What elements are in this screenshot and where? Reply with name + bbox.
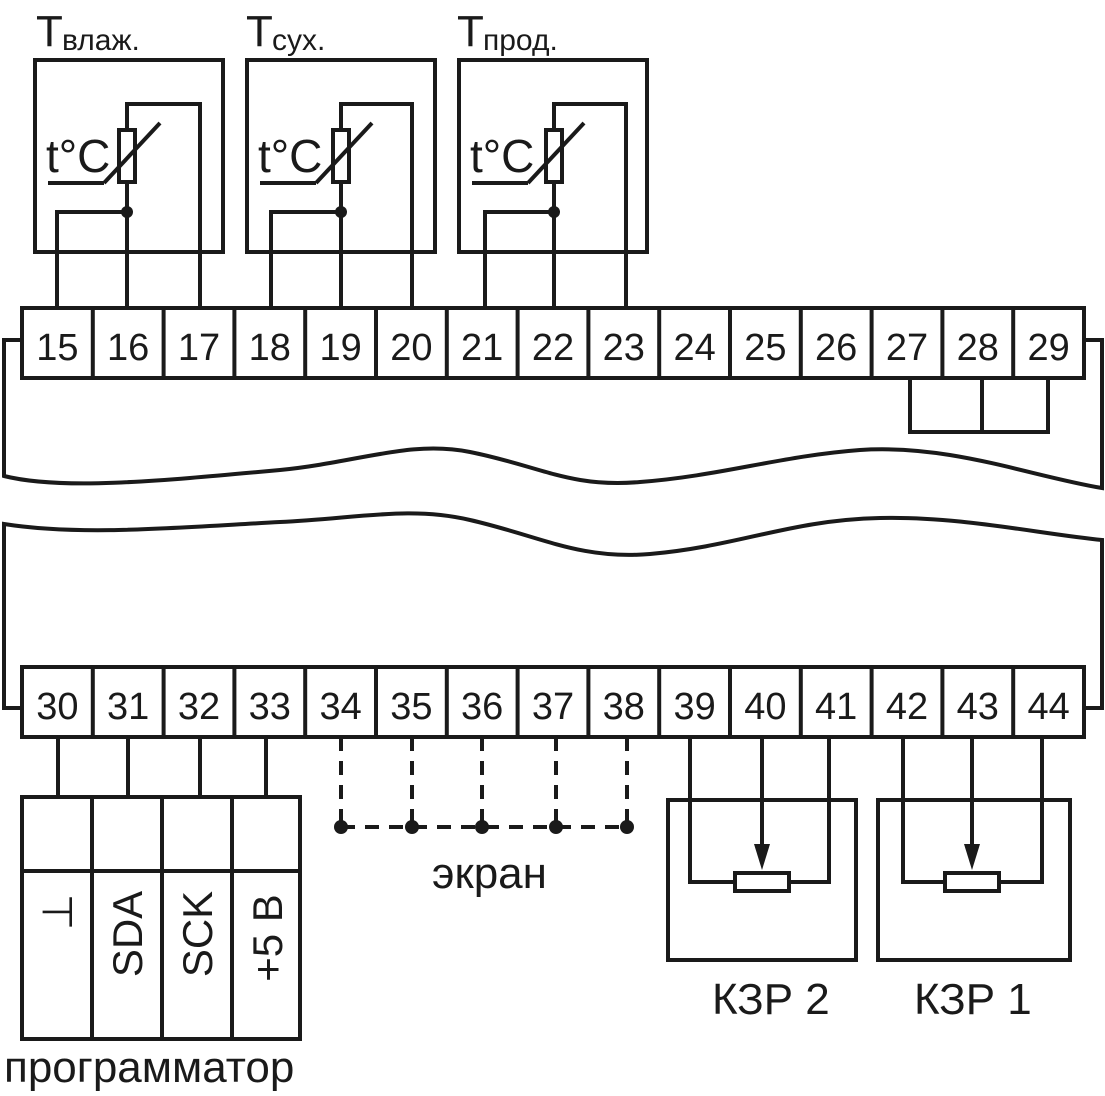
housing-outline [1, 338, 1104, 710]
terminal-26: 26 [815, 327, 857, 369]
terminal-37: 37 [532, 686, 574, 728]
programmer-label: программатор [4, 1043, 294, 1092]
terminal-42: 42 [886, 686, 928, 728]
terminal-34: 34 [319, 686, 361, 728]
terminal-32: 32 [178, 686, 220, 728]
sensor-dry-symbol: Т [246, 7, 273, 56]
terminal-17: 17 [178, 327, 220, 369]
shield-label: экран [432, 849, 547, 898]
terminal-16: 16 [107, 327, 149, 369]
terminal-21: 21 [461, 327, 503, 369]
terminal-22: 22 [532, 327, 574, 369]
terminal-19: 19 [319, 327, 361, 369]
potentiometer-icon [733, 871, 791, 893]
sensor-humid-unit: t°C [46, 130, 110, 182]
terminal-20: 20 [390, 327, 432, 369]
kzr1: КЗР 1 [876, 737, 1072, 1024]
arrow-down-icon [754, 844, 770, 870]
ground-pin-label: ⊥ [34, 894, 81, 931]
top-terminal-strip: 15 16 17 18 19 20 21 22 23 24 25 26 27 28 29 [20, 306, 1086, 434]
terminal-31: 31 [107, 686, 149, 728]
terminal-24: 24 [673, 327, 715, 369]
terminal-28: 28 [957, 327, 999, 369]
terminal-29: 29 [1027, 327, 1069, 369]
terminal-44: 44 [1027, 686, 1069, 728]
terminal-27: 27 [886, 327, 928, 369]
plus5v-pin-label: +5 В [244, 894, 291, 982]
arrow-down-icon [964, 844, 980, 870]
terminal-39: 39 [673, 686, 715, 728]
kzr2-label: КЗР 2 [712, 975, 830, 1024]
kzr1-label: КЗР 1 [914, 975, 1032, 1024]
terminal-15: 15 [36, 327, 78, 369]
terminal-41: 41 [815, 686, 857, 728]
terminal-40: 40 [744, 686, 786, 728]
programmer: ⊥ SDA SCK +5 В программатор [4, 737, 302, 1092]
sensor-dry-subscript: сух. [272, 24, 325, 57]
sensor-product-subscript: прод. [483, 24, 558, 57]
terminal-25: 25 [744, 327, 786, 369]
terminal-18: 18 [249, 327, 291, 369]
sensor-dry-unit: t°C [258, 130, 322, 182]
kzr2: КЗР 2 [666, 737, 858, 1024]
sensor-product: Т прод. t°C [457, 7, 649, 308]
sensor-humid-symbol: Т [36, 7, 63, 56]
potentiometer-icon [943, 871, 1001, 893]
terminal-30: 30 [36, 686, 78, 728]
sensor-product-symbol: Т [457, 7, 484, 56]
sck-pin-label: SCK [174, 891, 221, 977]
terminal-43: 43 [957, 686, 999, 728]
bottom-terminal-strip: 30 31 32 33 34 35 36 37 38 39 40 41 42 43 44 [20, 665, 1086, 739]
terminal-35: 35 [390, 686, 432, 728]
sensor-humid: Т влаж. t°C [33, 7, 225, 308]
terminal-33: 33 [249, 686, 291, 728]
sensor-product-unit: t°C [470, 130, 534, 182]
terminal-36: 36 [461, 686, 503, 728]
jumper-27-29 [908, 378, 1050, 434]
sda-pin-label: SDA [104, 891, 151, 977]
sensor-dry: Т сух. t°C [245, 7, 437, 308]
sensor-humid-subscript: влаж. [62, 24, 140, 57]
terminal-38: 38 [603, 686, 645, 728]
shield: экран [334, 737, 634, 898]
terminal-23: 23 [603, 327, 645, 369]
